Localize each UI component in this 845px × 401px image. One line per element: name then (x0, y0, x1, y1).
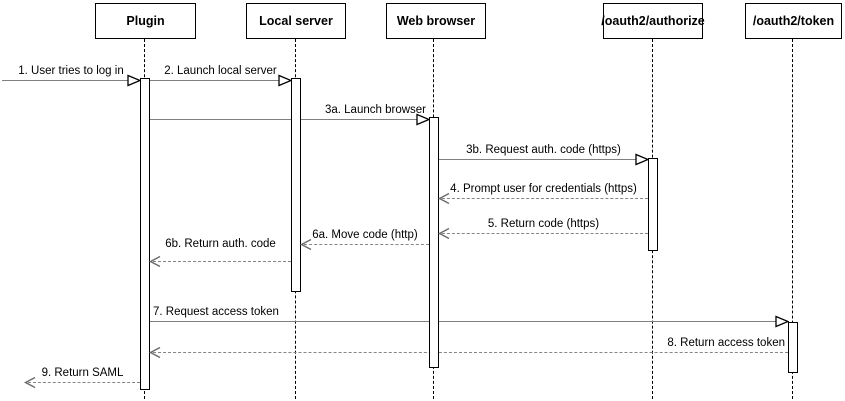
message-label: 2. Launch local server (164, 65, 277, 77)
actor-box: /oauth2/token (745, 3, 842, 39)
message-label: 6a. Move code (http) (312, 229, 418, 241)
message-arrowhead-icon (278, 74, 293, 87)
message-line (153, 352, 788, 353)
lifeline (792, 39, 793, 399)
actor-box: /oauth2/authorize (601, 3, 705, 39)
actor-label: Local server (259, 14, 333, 28)
message-line (442, 198, 648, 199)
message-label: 1. User tries to log in (18, 65, 124, 77)
activation-bar (788, 322, 798, 373)
actor-box: Web browser (386, 3, 486, 39)
activation-bar (648, 158, 658, 251)
message-label: 8. Return access token (667, 337, 785, 349)
actor-box: Local server (246, 3, 346, 39)
message-line (28, 382, 140, 383)
actor-label: /oauth2/token (752, 14, 835, 28)
message-line (442, 233, 648, 234)
message-line (439, 159, 636, 160)
message-arrowhead-icon (148, 255, 161, 268)
message-label: 5. Return code (https) (487, 218, 600, 230)
message-label: 6b. Return auth. code (165, 238, 276, 250)
message-line (150, 321, 776, 322)
message-line (304, 244, 429, 245)
message-arrowhead-icon (635, 153, 650, 166)
message-arrowhead-icon (416, 113, 431, 126)
message-label: 9. Return SAML (41, 367, 124, 379)
activation-bar (291, 78, 301, 292)
actor-label: Plugin (126, 14, 165, 28)
message-arrowhead-icon (23, 376, 36, 389)
activation-bar (140, 78, 150, 390)
activation-bar (429, 117, 439, 368)
message-label: 3b. Request auth. code (https) (466, 144, 621, 156)
message-arrowhead-icon (775, 315, 790, 328)
message-line (2, 80, 128, 81)
actor-label: /oauth2/authorize (601, 14, 705, 28)
message-arrowhead-icon (127, 74, 142, 87)
message-arrowhead-icon (299, 238, 312, 251)
message-label: 4. Prompt user for credentials (https) (450, 183, 637, 195)
message-label: 7. Request access token (153, 306, 279, 318)
message-line (150, 119, 417, 120)
message-arrowhead-icon (437, 192, 450, 205)
message-arrowhead-icon (148, 346, 161, 359)
actor-label: Web browser (396, 14, 476, 28)
message-label: 3a. Launch browser (324, 104, 426, 116)
message-line (153, 261, 291, 262)
actor-box: Plugin (95, 3, 196, 39)
message-arrowhead-icon (437, 227, 450, 240)
message-line (150, 80, 279, 81)
